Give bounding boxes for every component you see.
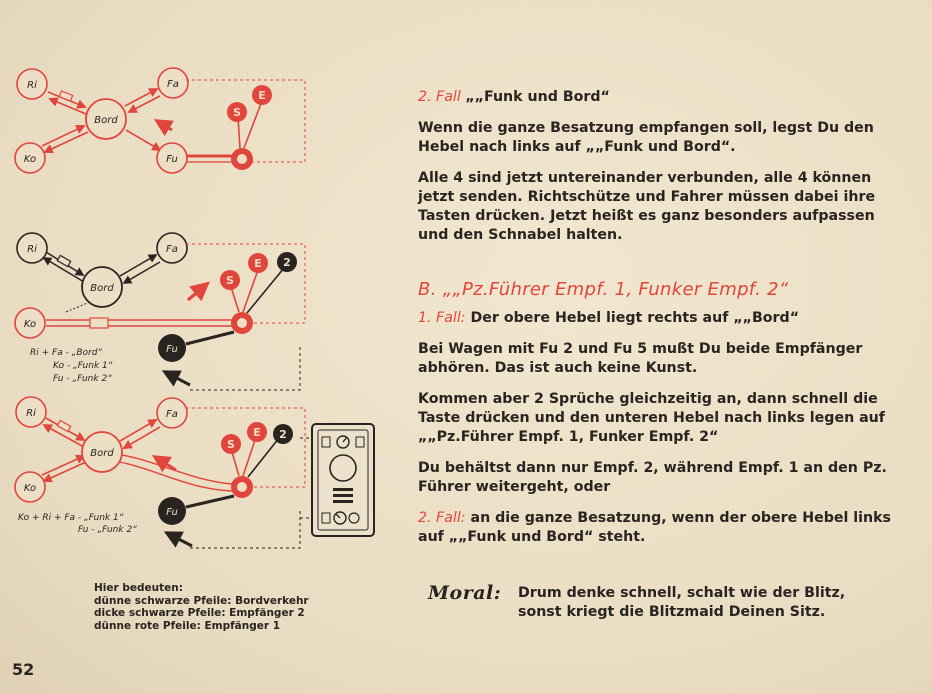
svg-text:Fa: Fa <box>166 244 178 255</box>
node-ko-3 <box>14 471 46 503</box>
svg-text:Bord: Bord <box>90 448 114 459</box>
node-ri-3 <box>15 396 47 428</box>
panel-3-full-crew: Ri Fa Bord Ko Fu S E 2 Ko + Ri + Fa - „F… <box>14 396 318 549</box>
node-fu-2 <box>158 334 186 362</box>
node-fa-3 <box>156 397 188 429</box>
svg-text:Fu: Fu <box>166 344 178 355</box>
node-ri <box>16 68 48 100</box>
b-fall1-line: 1. Fall: Der obere Hebel liegt rechts au… <box>418 309 908 328</box>
svg-text:S: S <box>233 106 241 119</box>
fall2-heading: 2. Fall „„Funk und Bord“ <box>418 88 908 107</box>
node-fu <box>156 142 188 174</box>
svg-text:Ri: Ri <box>27 244 37 255</box>
fall2-label: 2. Fall <box>418 89 461 105</box>
panel3-note-2: Fu - „Funk 2“ <box>78 525 137 535</box>
node-ko <box>14 142 46 174</box>
legend-line-1: dünne schwarze Pfeile: Bordverkehr <box>94 594 309 607</box>
page-number: 52 <box>12 660 35 679</box>
node-bord-2 <box>81 266 123 308</box>
svg-text:S: S <box>227 438 235 451</box>
svg-text:Ko: Ko <box>24 319 36 330</box>
b-fall1-text: Der obere Hebel liegt rechts auf „„Bord“ <box>470 310 800 326</box>
moral-line-1: Drum denke schnell, schalt wie der Blitz… <box>518 585 846 601</box>
legend-title: Hier bedeuten: <box>94 582 183 594</box>
b-fall2-line: 2. Fall: an die ganze Besatzung, wenn de… <box>418 509 908 547</box>
b-paragraph-1: Bei Wagen mit Fu 2 und Fu 5 mußt Du beid… <box>418 341 863 376</box>
svg-text:2: 2 <box>283 256 291 269</box>
legend-line-3: dünne rote Pfeile: Empfänger 1 <box>94 619 281 632</box>
legend-line-2: dicke schwarze Pfeile: Empfänger 2 <box>94 607 305 619</box>
panel2-note-3: Fu - „Funk 2“ <box>53 374 112 384</box>
node-ri-2 <box>16 232 48 264</box>
panel2-note-1: Ri + Fa - „Bord“ <box>30 348 102 358</box>
b-fall2-label: 2. Fall: <box>418 510 466 526</box>
label-fa: Fa <box>167 79 179 90</box>
label-ko: Ko <box>24 154 36 165</box>
svg-text:Ko: Ko <box>24 483 36 494</box>
panel-2-split-receivers: Ri Fa Bord Ko Fu S E 2 Ri + Fa - „Bord“ … <box>14 232 306 391</box>
node-bord-3 <box>81 431 123 473</box>
fall2-paragraph-1: Wenn die ganze Besatzung empfangen soll,… <box>418 120 874 155</box>
moral-line-2: sonst kriegt die Blitzmaid Deinen Sitz. <box>518 604 826 620</box>
b-paragraph-3: Du behältst dann nur Empf. 2, während Em… <box>418 460 887 495</box>
fall2-title: „„Funk und Bord“ <box>465 89 610 105</box>
svg-text:2: 2 <box>279 428 287 441</box>
node-fu-3 <box>158 497 186 525</box>
legend: Hier bedeuten: dünne schwarze Pfeile: Bo… <box>94 582 394 632</box>
svg-text:Bord: Bord <box>90 283 114 294</box>
radio-control-box <box>311 423 375 537</box>
svg-text:Ri: Ri <box>26 408 36 419</box>
text-column: 2. Fall „„Funk und Bord“ Wenn die ganze … <box>418 88 908 547</box>
b-fall2-text: an die ganze Besatzung, wenn der obere H… <box>418 510 892 545</box>
section-b-heading: B. „„Pz.Führer Empf. 1, Funker Empf. 2“ <box>418 279 789 300</box>
svg-text:S: S <box>226 274 234 287</box>
node-bord <box>85 98 127 140</box>
node-fa-2 <box>156 232 188 264</box>
b-fall1-label: 1. Fall: <box>418 310 466 326</box>
svg-text:E: E <box>253 426 261 439</box>
svg-text:Fa: Fa <box>166 409 178 420</box>
label-bord: Bord <box>94 115 118 126</box>
svg-text:Fu: Fu <box>166 507 178 518</box>
panel-1-funk-und-bord: Ri Fa Ko Fu Bord S E <box>14 67 306 174</box>
svg-text:E: E <box>258 89 266 102</box>
svg-text:E: E <box>254 257 262 270</box>
switch-s <box>227 102 247 122</box>
fall2-paragraph-2: Alle 4 sind jetzt untereinander verbunde… <box>418 170 876 243</box>
label-fu: Fu <box>166 154 178 165</box>
node-fa <box>157 67 189 99</box>
panel3-note-1: Ko + Ri + Fa - „Funk 1“ <box>18 513 124 523</box>
node-ko-2 <box>14 307 46 339</box>
label-ri: Ri <box>27 80 37 91</box>
b-paragraph-2: Kommen aber 2 Sprüche gleichzeitig an, d… <box>418 391 885 445</box>
moral-word: Moral: <box>428 582 502 604</box>
panel2-note-2: Ko - „Funk 1“ <box>53 361 113 371</box>
switch-e <box>252 85 272 105</box>
